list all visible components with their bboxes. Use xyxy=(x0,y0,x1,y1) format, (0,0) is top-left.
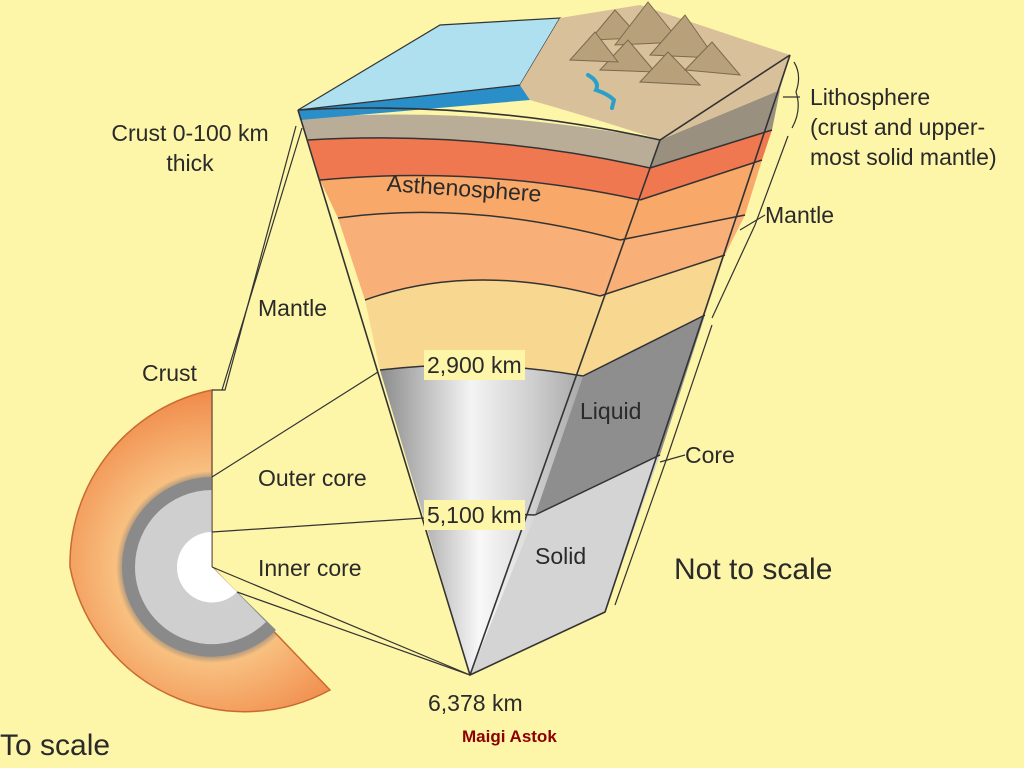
crust-thickness-label: Crust 0-100 km thick xyxy=(111,120,269,176)
wedge-side-face xyxy=(470,90,780,675)
lithosphere-label: Lithosphere (crust and upper- most solid… xyxy=(810,84,997,170)
connector-lines xyxy=(211,125,471,676)
right-brackets xyxy=(614,61,800,606)
to-scale-label: To scale xyxy=(0,729,111,762)
outer-core-label: Outer core xyxy=(258,465,367,491)
wedge-front-face xyxy=(298,85,660,675)
core-label: Core xyxy=(685,442,735,468)
credit-label: Maigi Astok xyxy=(462,727,557,746)
mantle-label-left: Mantle xyxy=(258,295,328,321)
mantle-label-right: Mantle xyxy=(765,202,835,228)
inner-core-label: Inner core xyxy=(258,555,362,581)
crust-label: Crust xyxy=(142,360,197,386)
liquid-label: Liquid xyxy=(580,398,642,424)
solid-label: Solid xyxy=(535,543,587,569)
depth-5100-label: 5,100 km xyxy=(424,500,525,530)
wedge-top-surface xyxy=(297,1,791,677)
depth-6378-label: 6,378 km xyxy=(428,690,523,716)
to-scale-half-earth xyxy=(69,389,332,713)
not-to-scale-label: Not to scale xyxy=(674,553,833,586)
depth-2900-label: 2,900 km xyxy=(424,350,525,380)
